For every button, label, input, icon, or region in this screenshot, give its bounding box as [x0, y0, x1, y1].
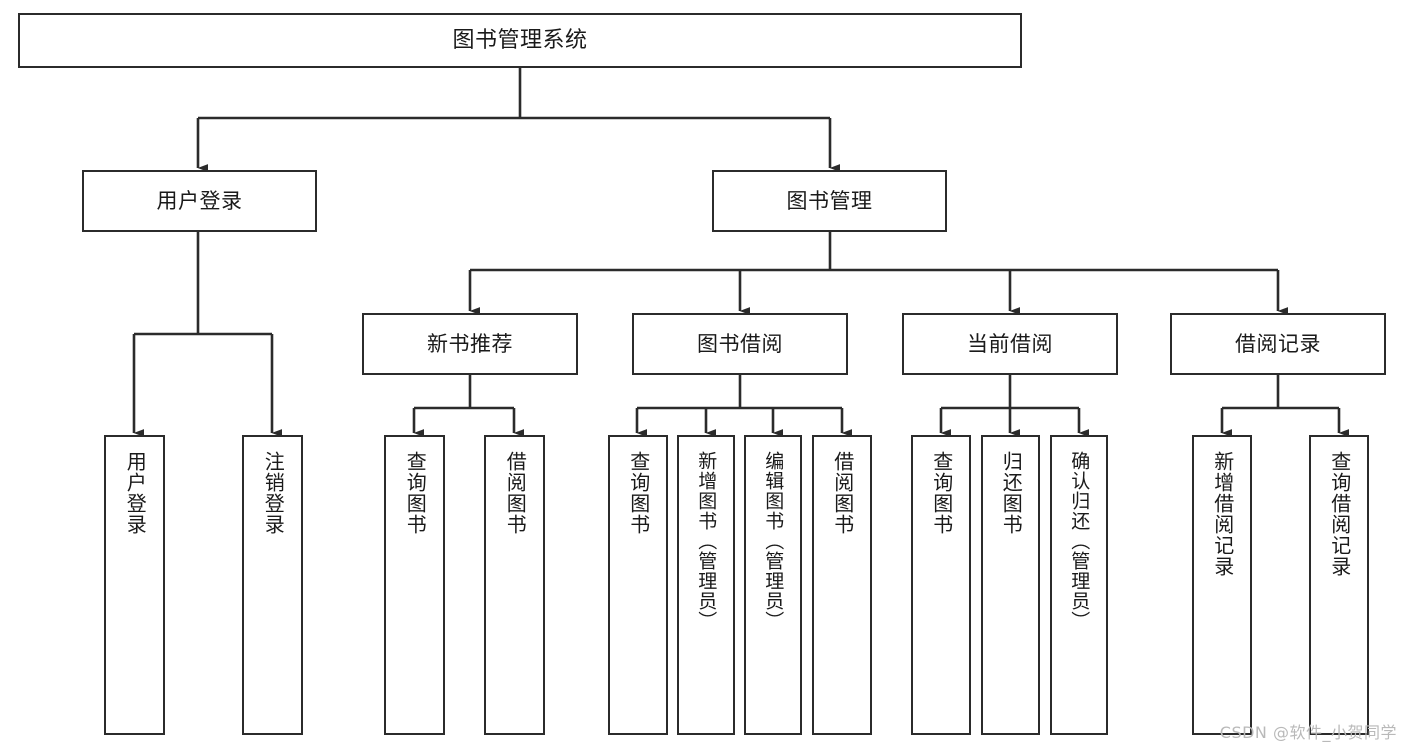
- node-label: 图书借阅: [697, 331, 783, 356]
- node-new-book-recommendation[interactable]: 新书推荐: [362, 313, 578, 375]
- node-leaf-edit-book-admin[interactable]: 编辑图书（管理员）: [744, 435, 802, 735]
- node-label: 借阅图书: [830, 451, 855, 535]
- node-label: 归还图书: [999, 451, 1024, 535]
- node-leaf-logout[interactable]: 注销登录: [242, 435, 303, 735]
- node-label: 新书推荐: [427, 331, 513, 356]
- node-label: 当前借阅: [967, 331, 1053, 356]
- node-user-login[interactable]: 用户登录: [82, 170, 317, 232]
- node-label: 图书管理系统: [452, 27, 588, 53]
- node-label: 借阅记录: [1235, 331, 1321, 356]
- node-book-management[interactable]: 图书管理: [712, 170, 947, 232]
- node-label: 编辑图书（管理员）: [762, 451, 785, 631]
- node-leaf-borrow-book-borrow[interactable]: 借阅图书: [812, 435, 872, 735]
- node-book-borrowing[interactable]: 图书借阅: [632, 313, 848, 375]
- node-label: 查询图书: [929, 451, 954, 535]
- node-label: 查询图书: [626, 451, 651, 535]
- node-current-borrowing[interactable]: 当前借阅: [902, 313, 1118, 375]
- node-label: 新增借阅记录: [1210, 451, 1235, 577]
- node-label: 图书管理: [786, 188, 873, 213]
- node-leaf-confirm-return-admin[interactable]: 确认归还（管理员）: [1050, 435, 1108, 735]
- node-label: 用户登录: [123, 451, 148, 535]
- node-leaf-query-borrow-record[interactable]: 查询借阅记录: [1309, 435, 1369, 735]
- node-label: 注销登录: [261, 451, 286, 535]
- node-leaf-return-book[interactable]: 归还图书: [981, 435, 1040, 735]
- node-leaf-query-book-current[interactable]: 查询图书: [911, 435, 971, 735]
- node-borrowing-record[interactable]: 借阅记录: [1170, 313, 1386, 375]
- node-root-system[interactable]: 图书管理系统: [18, 13, 1022, 68]
- node-label: 借阅图书: [503, 451, 528, 535]
- node-label: 查询借阅记录: [1327, 451, 1352, 577]
- node-leaf-user-login[interactable]: 用户登录: [104, 435, 165, 735]
- node-label: 用户登录: [156, 188, 243, 213]
- node-leaf-borrow-book-rec[interactable]: 借阅图书: [484, 435, 545, 735]
- node-leaf-add-borrow-record[interactable]: 新增借阅记录: [1192, 435, 1252, 735]
- node-label: 查询图书: [403, 451, 428, 535]
- node-leaf-query-book-rec[interactable]: 查询图书: [384, 435, 445, 735]
- csdn-watermark: CSDN @软件_小贺同学: [1219, 723, 1397, 742]
- node-leaf-add-book-admin[interactable]: 新增图书（管理员）: [677, 435, 735, 735]
- node-label: 新增图书（管理员）: [695, 451, 718, 631]
- node-leaf-query-book-borrow[interactable]: 查询图书: [608, 435, 668, 735]
- node-label: 确认归还（管理员）: [1068, 451, 1091, 631]
